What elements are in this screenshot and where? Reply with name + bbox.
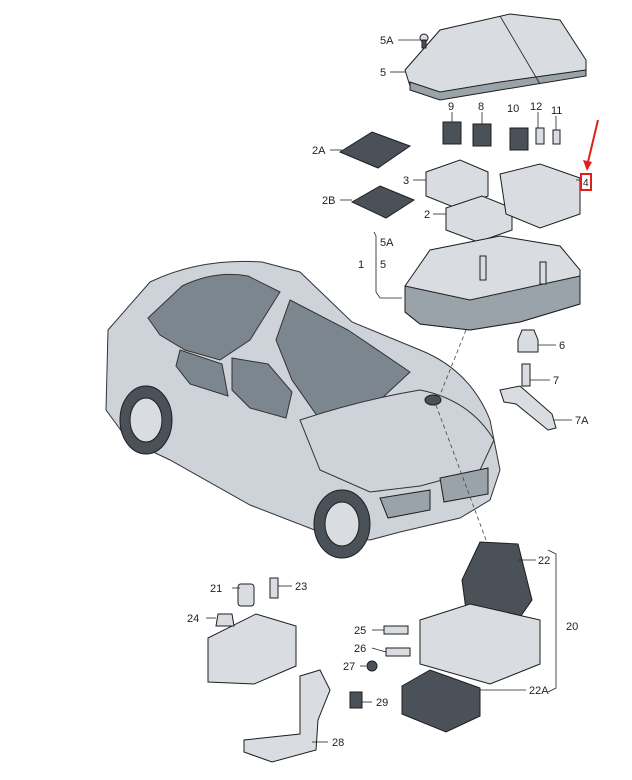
label-2B: 2B — [322, 195, 335, 207]
label-22: 22 — [538, 555, 550, 567]
vehicle-illustration — [105, 260, 501, 559]
assembly-leader-lines — [435, 329, 487, 541]
label-23: 23 — [295, 581, 307, 593]
red-arrow-icon — [587, 119, 599, 163]
label-3: 3 — [403, 175, 409, 187]
label-26: 26 — [354, 643, 366, 655]
label-7A: 7A — [575, 415, 589, 427]
label-27: 27 — [343, 661, 355, 673]
label-21: 21 — [210, 583, 222, 595]
label-10: 10 — [507, 103, 519, 115]
fuse-holders — [425, 159, 581, 243]
label-5-mid: 5 — [380, 259, 386, 271]
label-8: 8 — [478, 101, 484, 113]
label-4: 4 — [583, 178, 589, 189]
label-7: 7 — [553, 375, 559, 387]
mounting-hardware — [499, 329, 557, 431]
support-bracket — [243, 669, 363, 763]
label-12: 12 — [530, 101, 542, 113]
pre-fuse-box-assembly — [401, 541, 541, 733]
label-24: 24 — [187, 613, 199, 625]
label-5A-mid: 5A — [380, 237, 394, 249]
label-29: 29 — [376, 697, 388, 709]
label-20: 20 — [566, 621, 578, 633]
callout-labels: 5A 5 9 8 10 12 11 2A 3 2B 2 5A 1 5 6 7 7… — [187, 35, 589, 749]
label-6: 6 — [559, 340, 565, 352]
label-2: 2 — [424, 209, 430, 221]
label-11: 11 — [551, 105, 562, 117]
label-25: 25 — [354, 625, 366, 637]
label-9: 9 — [448, 101, 454, 113]
label-leaders — [206, 39, 582, 743]
label-5-top: 5 — [380, 67, 386, 79]
label-5A-top: 5A — [380, 35, 394, 47]
label-2A: 2A — [312, 145, 326, 157]
highlighted-part-4: 4 — [580, 119, 599, 191]
label-28: 28 — [332, 737, 344, 749]
label-1: 1 — [358, 259, 364, 271]
label-22A: 22A — [529, 685, 549, 697]
red-arrowhead-icon — [583, 160, 592, 171]
relays-and-fuses — [442, 121, 561, 151]
relay-carriers — [338, 131, 416, 219]
fuse-box-cover — [404, 13, 587, 101]
battery-bracket — [207, 577, 297, 685]
fuse-box-housing — [404, 235, 581, 331]
